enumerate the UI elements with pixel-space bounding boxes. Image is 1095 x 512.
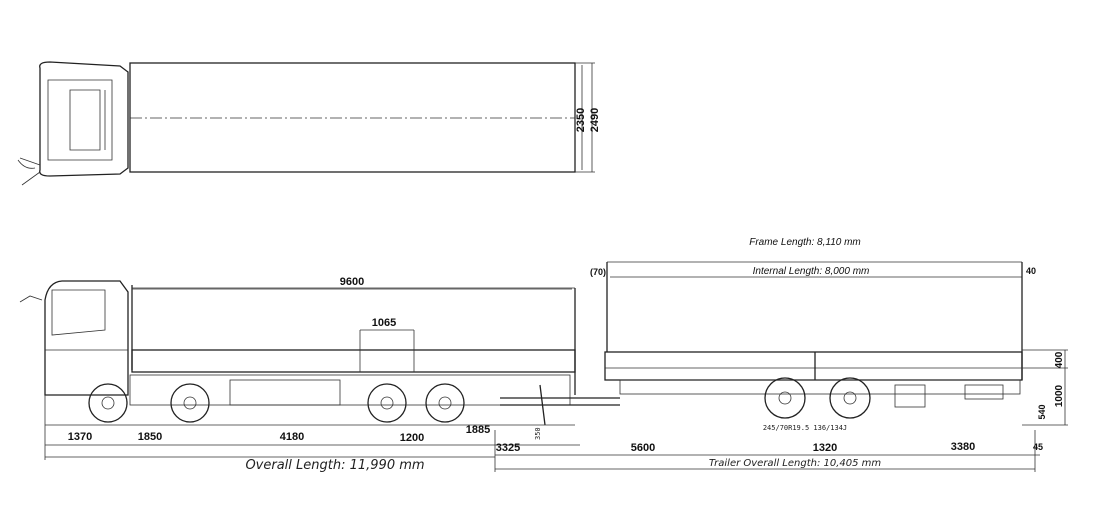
dim-4180: 4180 [280, 431, 304, 443]
dim-5600: 5600 [631, 442, 655, 454]
deck-height-label: 1000 [1054, 384, 1065, 407]
truck-wheels [88, 383, 465, 423]
outer-width-label: 2490 [589, 108, 601, 132]
cab-top [17, 61, 129, 186]
dim-45: 45 [1033, 442, 1043, 452]
frame-length-label: Frame Length: 8,110 mm [749, 237, 861, 248]
drawbar [500, 384, 620, 426]
dim-1370: 1370 [68, 431, 92, 443]
hitch-height-label: 540 [1037, 404, 1047, 419]
rear-offset-label: 40 [1026, 266, 1036, 276]
dim-1885: 1885 [466, 424, 490, 436]
dim-1850: 1850 [138, 431, 162, 443]
cab-side [44, 280, 129, 396]
dimensions: 1370 1850 4180 1200 1885 3325 5600 1320 … [44, 395, 1043, 473]
overall-length-label: Overall Length: 11,990 mm [245, 458, 424, 473]
tow-height-label: 350 [534, 427, 542, 440]
body-length-label: 9600 [340, 276, 364, 288]
trailer-overall-length-label: Trailer Overall Length: 10,405 mm [709, 458, 882, 469]
front-offset-label: (70) [590, 267, 606, 277]
truck-side: 9600 1065 [19, 276, 576, 423]
trailer-side: Frame Length: 8,110 mm Internal Length: … [590, 237, 1068, 432]
cargo-body-top [129, 62, 576, 173]
dim-3380: 3380 [951, 441, 975, 453]
side-height-label: 400 [1054, 351, 1065, 368]
inner-width-label: 2350 [575, 108, 587, 132]
internal-length-label: Internal Length: 8,000 mm [753, 266, 870, 277]
tire-spec-label: 245/70R19.5 136/134J [763, 424, 847, 432]
gate-width-label: 1065 [372, 317, 396, 329]
dim-1200: 1200 [400, 432, 424, 444]
top-view: 2350 2490 [17, 61, 601, 186]
dim-3325: 3325 [496, 442, 520, 454]
dim-1320: 1320 [813, 442, 837, 454]
